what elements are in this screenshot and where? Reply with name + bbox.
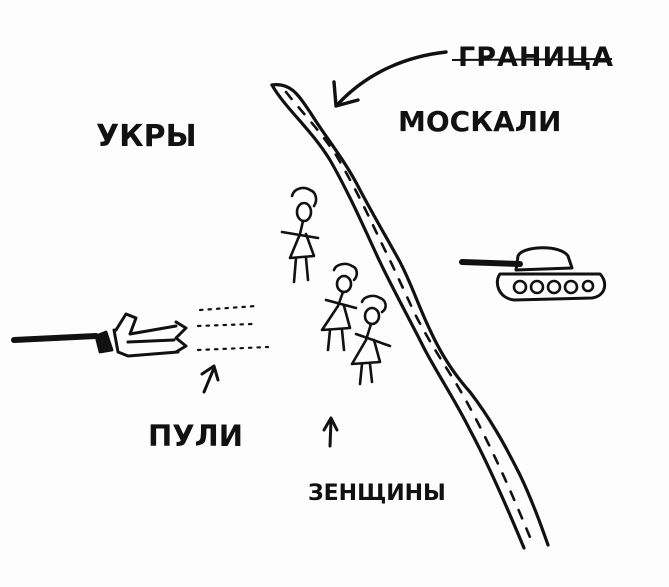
arrow-icon	[200, 364, 220, 394]
border-center-dashes	[284, 90, 534, 544]
woman-figure-icon	[320, 262, 359, 352]
bullets-label: ПУЛИ	[148, 419, 243, 453]
arrow-icon	[332, 50, 448, 108]
bullet-trail-2	[196, 322, 254, 328]
women-label: ЗЕНЩИНЫ	[308, 481, 446, 506]
bullet-trail-1	[198, 304, 258, 312]
border-left-edge	[270, 83, 526, 550]
bullet-trail-3	[196, 345, 270, 352]
border-label-strike	[451, 58, 613, 61]
woman-figure-icon	[350, 294, 392, 386]
gun-icon	[11, 312, 188, 358]
tank-icon	[459, 246, 607, 302]
border-label: ГРАНИЦА	[458, 42, 614, 73]
border-right-edge	[270, 83, 550, 547]
right-side-label: МОСКАЛИ	[398, 105, 561, 138]
arrow-icon	[322, 416, 339, 448]
left-side-label: УКРЫ	[96, 119, 197, 154]
border-line	[270, 83, 550, 550]
woman-figure-icon	[280, 186, 320, 284]
bullet-trails	[196, 304, 270, 352]
